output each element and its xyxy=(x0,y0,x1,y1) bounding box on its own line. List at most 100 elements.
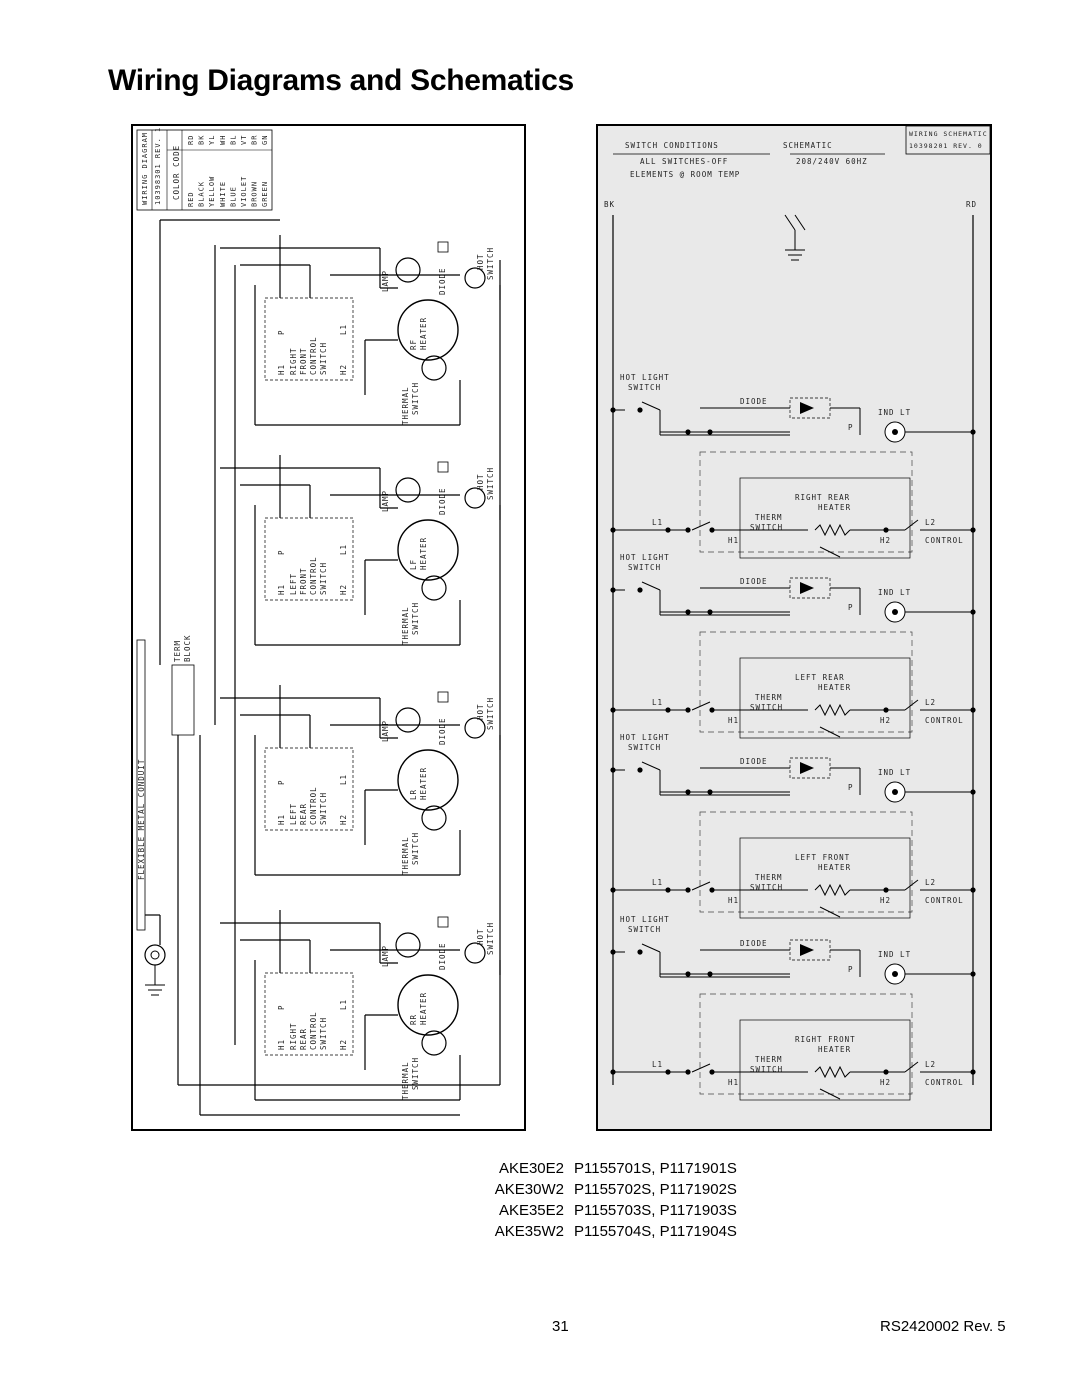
junction-dot xyxy=(610,1069,616,1075)
diode-label: DIODE xyxy=(740,757,768,766)
terminal-label: L2 xyxy=(925,518,936,527)
therm-switch-label: THERM xyxy=(755,513,783,522)
lamp-label: LAMP xyxy=(381,490,390,512)
junction-dot xyxy=(970,527,976,533)
terminal-label: P xyxy=(277,1004,286,1010)
control-switch-label: CONTROL xyxy=(309,1011,318,1050)
heater-resistor xyxy=(814,523,851,537)
section-label: RIGHT FRONT xyxy=(795,1035,856,1044)
junction-dot xyxy=(883,1069,889,1075)
diode-symbol xyxy=(800,944,814,956)
hot-switch-label: HOT xyxy=(476,473,485,490)
hot-switch-label: SWITCH xyxy=(486,467,495,500)
terminal-label: L1 xyxy=(652,698,663,707)
terminal-label: L2 xyxy=(925,878,936,887)
diode-label: DIODE xyxy=(438,717,447,745)
thermal-switch-label: THERMAL xyxy=(401,606,410,645)
junction-dot xyxy=(610,707,616,713)
wire xyxy=(641,761,661,771)
term-block-label: BLOCK xyxy=(183,634,192,662)
color-code-name: RED xyxy=(187,191,195,207)
color-code-name: YELLOW xyxy=(208,176,216,207)
wiring-diagram-header-title: WIRING DIAGRAM xyxy=(141,132,149,205)
heater-element xyxy=(397,519,459,581)
lamp xyxy=(395,932,421,958)
indicator-light-label: IND LT xyxy=(878,588,911,597)
terminal-label: P xyxy=(848,783,854,792)
wire xyxy=(691,881,711,891)
indicator-light-filament xyxy=(892,971,898,977)
heater-element xyxy=(397,974,459,1036)
lamp xyxy=(395,477,421,503)
therm-switch-label: THERM xyxy=(755,873,783,882)
schematic-label: SCHEMATIC xyxy=(783,141,833,150)
heater-resistor xyxy=(814,1065,851,1079)
terminal-label: H1 xyxy=(728,536,739,545)
junction-dot xyxy=(883,527,889,533)
wire xyxy=(691,1063,711,1073)
part-numbers: P1155704S, P1171904S xyxy=(574,1223,737,1240)
junction-dot xyxy=(610,767,616,773)
hot-switch-label: HOT xyxy=(476,928,485,945)
color-code-abbrev: BK xyxy=(198,135,206,145)
heater-label: LF xyxy=(409,559,418,570)
diode xyxy=(437,461,449,473)
terminal-label: L2 xyxy=(925,1060,936,1069)
hot-light-switch-label: SWITCH xyxy=(628,743,661,752)
model-number: AKE35W2 xyxy=(494,1223,564,1240)
part-numbers: P1155703S, P1171903S xyxy=(574,1202,737,1219)
heater-label: HEATER xyxy=(818,1045,851,1054)
heater-label: HEATER xyxy=(818,863,851,872)
wire xyxy=(641,401,661,411)
junction-dot xyxy=(685,527,691,533)
lamp-label: LAMP xyxy=(381,270,390,292)
hot-switch xyxy=(464,487,486,509)
junction-dot xyxy=(970,887,976,893)
heater-resistor xyxy=(814,883,851,897)
lamp xyxy=(395,707,421,733)
heater-resistor xyxy=(814,703,851,717)
heater-label: HEATER xyxy=(419,317,428,350)
color-code-name: BLUE xyxy=(229,186,237,207)
junction-dot xyxy=(665,887,671,893)
color-code-name: WHITE xyxy=(219,181,227,207)
heater-label: HEATER xyxy=(818,503,851,512)
control-switch-label: CONTROL xyxy=(309,786,318,825)
color-code-abbrev: WH xyxy=(219,135,227,145)
hot-switch-label: SWITCH xyxy=(486,922,495,955)
switch-conditions-title: SWITCH CONDITIONS xyxy=(625,141,719,150)
wire xyxy=(641,581,661,591)
diode-symbol xyxy=(800,402,814,414)
diode-symbol xyxy=(800,582,814,594)
diode-label: DIODE xyxy=(740,939,768,948)
terminal-label: H1 xyxy=(728,1078,739,1087)
hot-switch-label: HOT xyxy=(476,703,485,720)
control-section-box xyxy=(699,631,913,733)
therm-switch-label: SWITCH xyxy=(750,523,783,532)
heater-label: HEATER xyxy=(419,992,428,1025)
terminal-label: H1 xyxy=(277,584,286,595)
terminal-label: L1 xyxy=(339,999,348,1010)
hot-light-switch-label: HOT LIGHT xyxy=(620,553,670,562)
conduit-label: FLEXIBLE METAL CONDUIT xyxy=(137,759,146,880)
diode-label: DIODE xyxy=(438,267,447,295)
color-code-name: BROWN xyxy=(251,181,259,207)
hot-switch xyxy=(464,717,486,739)
heater-label: HEATER xyxy=(818,683,851,692)
hot-switch xyxy=(464,942,486,964)
junction-dot xyxy=(610,527,616,533)
control-switch-label: REAR xyxy=(299,1028,308,1050)
junction-dot xyxy=(637,407,643,413)
control-label: CONTROL xyxy=(925,896,964,905)
terminal-label: H2 xyxy=(880,896,891,905)
terminal-label: L1 xyxy=(339,324,348,335)
thermal-switch-label: THERMAL xyxy=(401,1061,410,1100)
hot-switch-label: SWITCH xyxy=(486,697,495,730)
heater-label: RR xyxy=(409,1014,418,1025)
heater-box xyxy=(739,837,911,919)
terminal-label: H1 xyxy=(277,1039,286,1050)
control-switch-label: SWITCH xyxy=(319,562,328,595)
